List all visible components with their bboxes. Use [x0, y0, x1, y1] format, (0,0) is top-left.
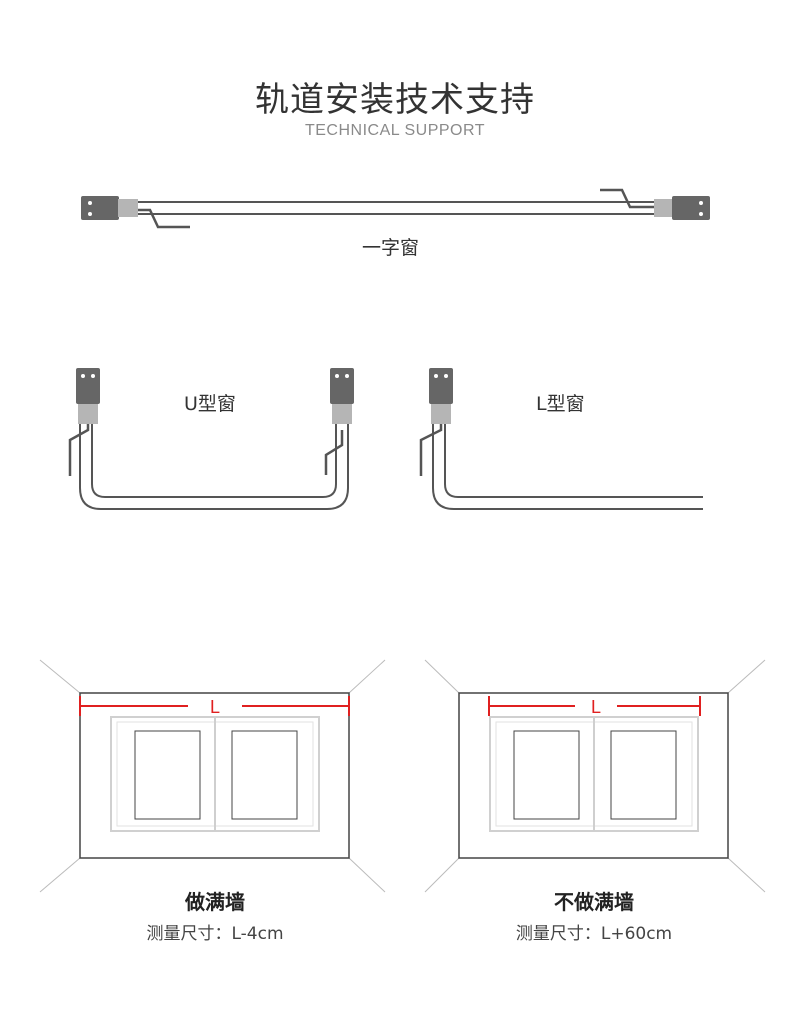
measure-line — [79, 696, 350, 716]
measure-marker-label: L — [210, 697, 220, 717]
u-bracket-right — [330, 368, 354, 424]
window-pane-right — [231, 730, 298, 820]
wall-frame — [79, 692, 350, 859]
u-rail-inner — [91, 424, 337, 498]
u-rail-diagram — [68, 368, 354, 510]
l-cord — [419, 424, 443, 476]
l-bracket — [429, 368, 453, 424]
straight-window-label: 一字窗 — [362, 237, 420, 259]
wall-diagram-full: L — [39, 659, 386, 893]
u-cord-right — [324, 430, 344, 475]
l-rail-inner — [444, 424, 703, 498]
partial-wall-caption: 不做满墙 — [554, 890, 634, 914]
rail-bracket-left — [81, 196, 138, 220]
u-window-label: U型窗 — [184, 393, 236, 415]
measure-line — [488, 696, 701, 716]
l-rail-diagram — [419, 368, 703, 510]
l-window-label: L型窗 — [536, 393, 585, 415]
full-wall-caption: 做满墙 — [185, 890, 245, 914]
window-pane-left — [513, 730, 580, 820]
u-rail-outer — [79, 424, 349, 510]
straight-rail-lines — [118, 201, 656, 215]
straight-rail-diagram — [81, 188, 710, 229]
page-title: 轨道安装技术支持 — [255, 80, 535, 120]
window-pane-left — [134, 730, 201, 820]
page-subtitle: TECHNICAL SUPPORT — [304, 122, 486, 139]
rail-cord-right — [600, 188, 656, 209]
measure-marker-label: L — [591, 697, 601, 717]
rail-cord-left — [138, 208, 190, 229]
l-rail-outer — [432, 424, 703, 510]
partial-wall-measurement: 测量尺寸：L+60cm — [515, 924, 673, 944]
window-pane-right — [610, 730, 677, 820]
u-bracket-left — [76, 368, 100, 424]
wall-diagram-partial: L — [424, 659, 766, 893]
full-wall-measurement: 测量尺寸：L-4cm — [146, 924, 284, 944]
u-cord-left — [68, 424, 90, 476]
wall-frame — [458, 692, 729, 859]
rail-bracket-right — [654, 196, 710, 220]
